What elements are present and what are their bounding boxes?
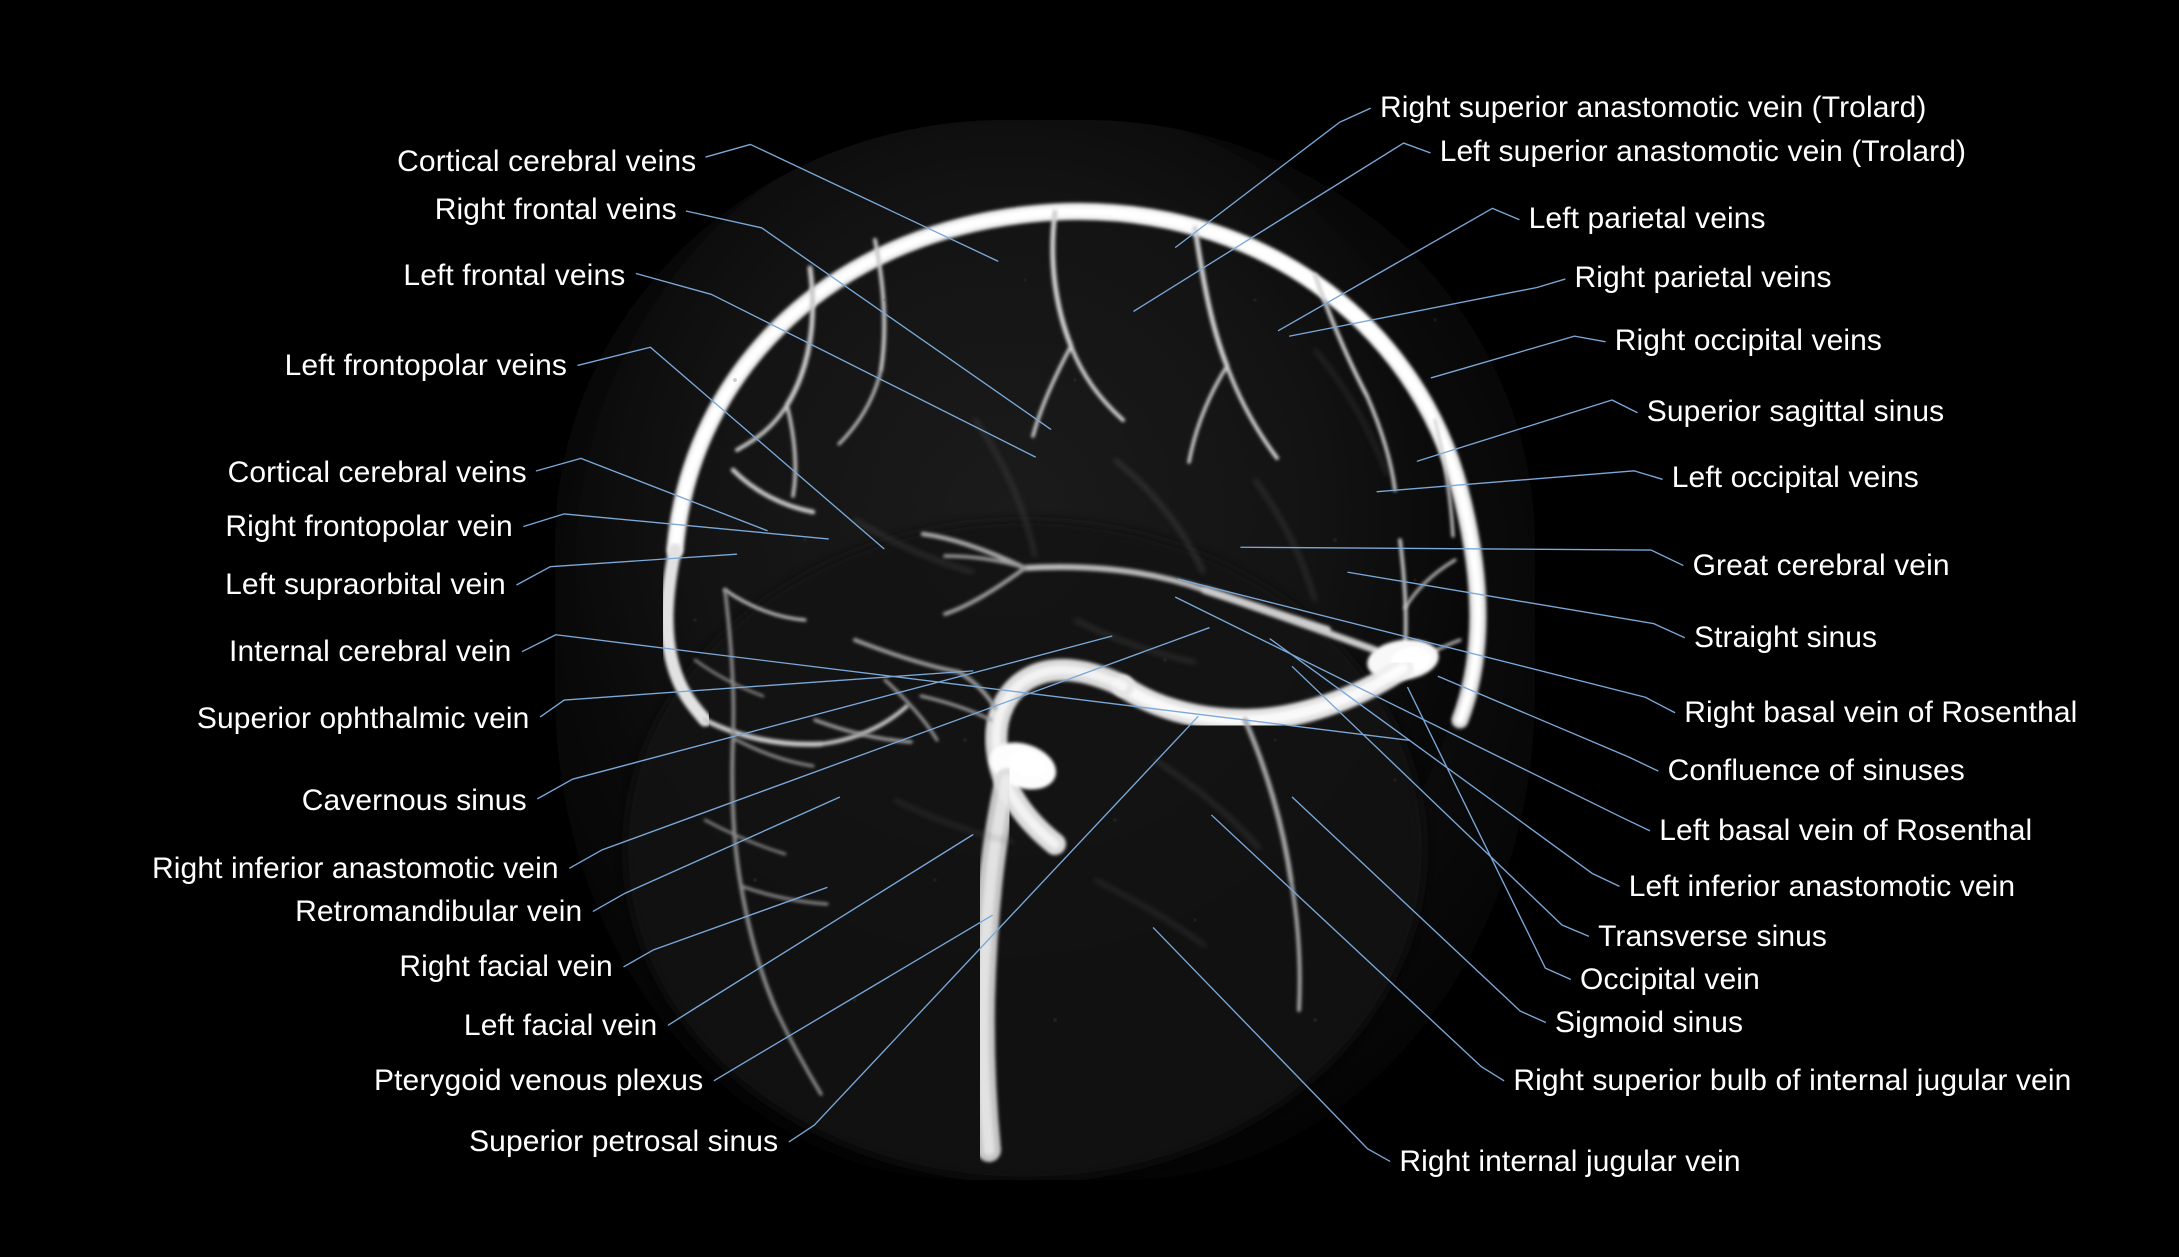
label-right-parietal-veins: Right parietal veins	[1574, 261, 1832, 295]
label-occipital-vein: Occipital vein	[1580, 962, 1760, 996]
label-transverse-sinus: Transverse sinus	[1598, 919, 1828, 953]
label-left-occipital-veins: Left occipital veins	[1671, 461, 1919, 495]
label-left-supraorbital-vein: Left supraorbital vein	[225, 568, 506, 602]
label-right-inferior-anastomotic-vein: Right inferior anastomotic vein	[152, 851, 559, 885]
label-cavernous-sinus: Cavernous sinus	[301, 783, 527, 817]
label-left-superior-anastomotic-vein-trolard: Left superior anastomotic vein (Trolard)	[1439, 134, 1967, 168]
label-left-facial-vein: Left facial vein	[463, 1008, 658, 1042]
label-right-basal-vein-of-rosenthal: Right basal vein of Rosenthal	[1684, 696, 2078, 730]
label-internal-cerebral-vein: Internal cerebral vein	[229, 634, 512, 668]
label-sigmoid-sinus: Sigmoid sinus	[1555, 1005, 1744, 1039]
label-right-frontal-veins: Right frontal veins	[434, 193, 677, 227]
label-pterygoid-venous-plexus: Pterygoid venous plexus	[374, 1064, 704, 1098]
label-great-cerebral-vein: Great cerebral vein	[1692, 548, 1950, 582]
label-straight-sinus: Straight sinus	[1694, 621, 1878, 655]
label-right-internal-jugular-vein: Right internal jugular vein	[1399, 1144, 1741, 1178]
label-superior-petrosal-sinus: Superior petrosal sinus	[469, 1125, 779, 1159]
label-retromandibular-vein: Retromandibular vein	[295, 894, 583, 928]
label-cortical-cerebral-veins-upper: Cortical cerebral veins	[397, 144, 697, 178]
label-confluence-of-sinuses: Confluence of sinuses	[1667, 754, 1965, 788]
label-right-frontopolar-vein: Right frontopolar vein	[225, 509, 513, 543]
label-right-superior-anastomotic-vein-trolard: Right superior anastomotic vein (Trolard…	[1379, 90, 1927, 124]
mrv-scan-image	[555, 120, 1535, 1180]
label-left-basal-vein-of-rosenthal: Left basal vein of Rosenthal	[1659, 814, 2033, 848]
label-right-occipital-veins: Right occipital veins	[1614, 323, 1883, 357]
label-left-inferior-anastomotic-vein: Left inferior anastomotic vein	[1628, 869, 2016, 903]
label-right-superior-bulb-of-internal-jugular-vein: Right superior bulb of internal jugular …	[1513, 1064, 2072, 1098]
label-left-frontal-veins: Left frontal veins	[403, 258, 626, 292]
label-cortical-cerebral-veins-lower: Cortical cerebral veins	[227, 455, 527, 489]
label-superior-ophthalmic-vein: Superior ophthalmic vein	[196, 701, 530, 735]
label-left-frontopolar-veins: Left frontopolar veins	[284, 348, 567, 382]
label-left-parietal-veins: Left parietal veins	[1528, 201, 1766, 235]
label-superior-sagittal-sinus: Superior sagittal sinus	[1646, 394, 1945, 428]
venogram-vessels	[575, 120, 1487, 1180]
label-right-facial-vein: Right facial vein	[399, 950, 613, 984]
